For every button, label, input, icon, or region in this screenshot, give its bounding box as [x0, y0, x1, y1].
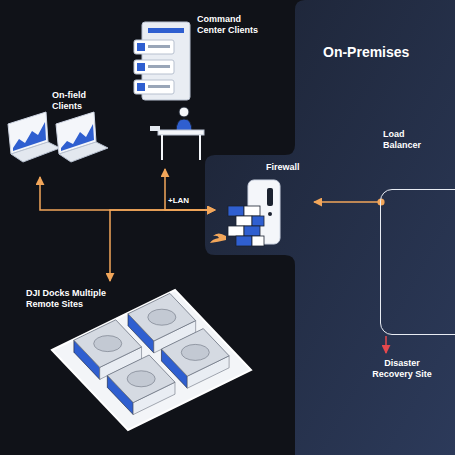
node-label: Command Center Clients: [197, 14, 263, 36]
dock-units: [74, 293, 229, 414]
laptop-icon: [56, 112, 108, 162]
node-label: Load Balancer: [383, 129, 429, 151]
node-label: On-Premises: [323, 44, 448, 61]
client-group: On-field Clients: [5, 84, 117, 174]
connector: [40, 177, 215, 210]
connector: [314, 201, 381, 203]
connector: [110, 210, 215, 281]
firewall-node: Firewall: [218, 160, 311, 252]
connector: [385, 336, 387, 353]
box-outline: [380, 189, 455, 335]
dock-platform: [52, 290, 251, 430]
node-label: DJI Docks Multiple Remote Sites: [26, 288, 126, 310]
client-group: Command Center Clients: [128, 10, 266, 166]
edge-label: +LAN: [168, 196, 189, 206]
laptop-icon: [8, 112, 60, 162]
remote-sites: DJI Docks Multiple Remote Sites: [22, 284, 254, 434]
node-label: Disaster Recovery Site: [368, 358, 436, 380]
premises-panel: [205, 0, 455, 455]
command-center-icon: [134, 22, 204, 160]
site-node: Disaster Recovery Site: [356, 356, 448, 396]
node-label: Firewall: [266, 162, 308, 173]
firewall-icon: [210, 180, 280, 246]
region-panel: Load BalancerDisaster Recovery Site On-Pr…: [295, 0, 455, 455]
node-label: On-field Clients: [52, 90, 114, 112]
load-balancer-box: Load Balancer: [378, 125, 455, 335]
connector: [165, 169, 215, 210]
